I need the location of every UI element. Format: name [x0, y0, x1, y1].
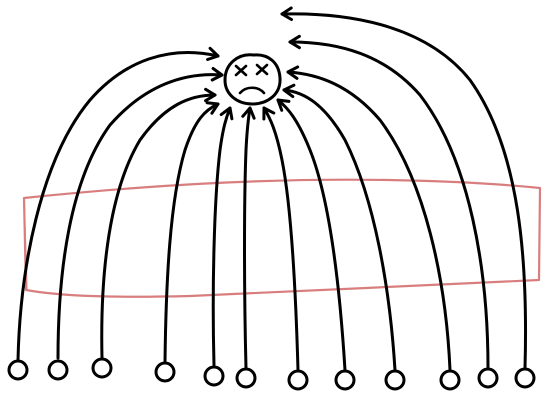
arrow-line — [156, 103, 218, 381]
curved-line — [58, 75, 222, 358]
right-x-eye-icon — [257, 65, 267, 74]
curved-line — [102, 95, 215, 358]
curved-line — [213, 108, 230, 365]
arrow-line — [93, 89, 215, 377]
frown-mouth-icon — [240, 88, 264, 93]
arrow-line — [264, 108, 307, 389]
curved-line — [264, 108, 298, 370]
start-circle-icon — [479, 369, 497, 387]
start-circle-icon — [49, 361, 67, 379]
curved-line — [288, 72, 450, 370]
start-circle-icon — [205, 367, 223, 385]
curved-line — [245, 108, 251, 368]
start-circle-icon — [237, 369, 255, 387]
curved-line — [278, 100, 345, 370]
left-x-eye-icon — [236, 66, 246, 75]
start-circle-icon — [386, 371, 404, 389]
start-circle-icon — [336, 371, 354, 389]
arrow-line — [205, 108, 232, 385]
start-circle-icon — [516, 369, 534, 387]
arrow-line — [49, 69, 222, 380]
curved-line — [282, 14, 526, 368]
arrow-lines — [9, 8, 534, 389]
curved-line — [290, 42, 488, 368]
curved-line — [165, 104, 218, 362]
arrow-line — [278, 100, 354, 389]
start-circle-icon — [156, 363, 174, 381]
start-circle-icon — [93, 359, 111, 377]
sad-face-icon — [225, 55, 280, 104]
start-circle-icon — [9, 361, 27, 379]
arrow-line — [237, 108, 255, 387]
start-circle-icon — [289, 371, 307, 389]
start-circle-icon — [441, 371, 459, 389]
pink-band — [24, 180, 540, 297]
arrow-line — [282, 8, 534, 387]
